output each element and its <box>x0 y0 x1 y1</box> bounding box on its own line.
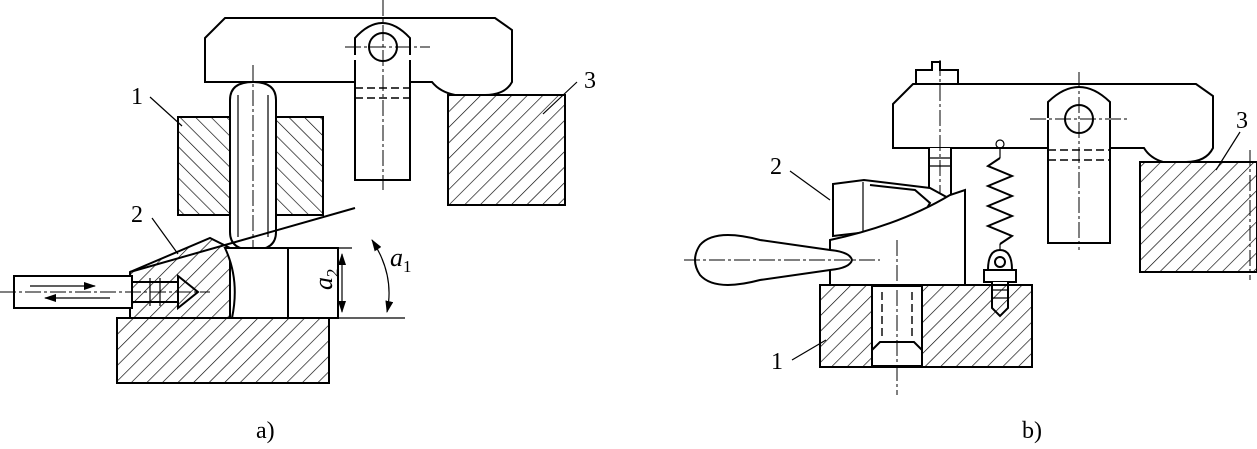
label-2-b: 2 <box>770 154 782 180</box>
label-3-a: 3 <box>584 68 596 94</box>
part-3-block-a <box>447 94 566 206</box>
label-1-a: 1 <box>131 84 143 110</box>
label-2-a: 2 <box>131 202 143 228</box>
figure-b: 2 1 3 b) <box>684 60 1257 444</box>
base-a <box>116 317 330 384</box>
figure-a: 1 2 3 a2 a1 a) <box>0 0 596 444</box>
label-1-b: 1 <box>771 349 783 375</box>
part-3-block-b <box>1139 161 1257 273</box>
caption-a: a) <box>256 418 275 444</box>
part-1-base-b <box>819 240 1033 395</box>
lever-b <box>892 60 1214 250</box>
lever-a <box>204 0 513 190</box>
label-3-b: 3 <box>1236 108 1248 134</box>
caption-b: b) <box>1022 418 1042 444</box>
cam-2-b <box>684 178 966 286</box>
wedge-2-a <box>0 207 356 319</box>
plunger-a <box>229 65 277 265</box>
dim-a2-label: a2 <box>309 269 342 291</box>
dim-a1-label: a1 <box>390 243 412 276</box>
